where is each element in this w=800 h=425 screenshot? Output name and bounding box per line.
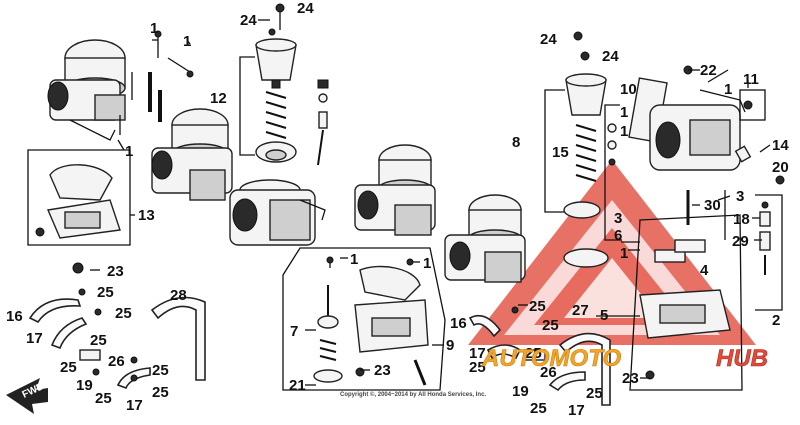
callout-18: 18 [733, 211, 750, 228]
carburetor-upper-middle [151, 108, 233, 201]
float-bowl-group-13 [27, 149, 131, 274]
callout-1-e: 1 [423, 255, 431, 272]
callout-1-i: 1 [620, 245, 628, 262]
callout-17-b: 17 [126, 397, 143, 414]
callout-3-b: 3 [614, 210, 622, 227]
float-bowl-group-9 [282, 247, 446, 391]
callout-9: 9 [446, 337, 454, 354]
callout-24-c: 24 [540, 31, 557, 48]
callout-19-a: 19 [76, 377, 93, 394]
callout-2: 2 [772, 312, 780, 329]
callout-26-b: 26 [540, 364, 557, 381]
callout-3-a: 3 [736, 188, 744, 205]
callout-23-b: 23 [374, 362, 391, 379]
callout-23-a: 23 [107, 263, 124, 280]
callout-29: 29 [732, 233, 749, 250]
callout-30: 30 [704, 197, 721, 214]
callout-5: 5 [600, 307, 608, 324]
callout-25-j: 25 [525, 345, 542, 362]
callout-11: 11 [743, 71, 759, 88]
callout-25-c: 25 [90, 332, 107, 349]
callout-24-d: 24 [602, 48, 619, 65]
callout-25-g: 25 [95, 390, 112, 407]
copyright-note: Copyright ©, 2004~2014 by All Honda Serv… [340, 391, 486, 398]
callout-28: 28 [170, 287, 187, 304]
piston-group-12 [239, 3, 297, 163]
carburetor-fourth [444, 194, 526, 283]
carburetor-center-main [229, 179, 326, 246]
screw-set-top-left [119, 30, 194, 135]
callout-26-a: 26 [108, 353, 125, 370]
callout-24-b: 24 [297, 0, 314, 17]
callout-leaders [90, 19, 771, 386]
callout-1-g: 1 [620, 104, 628, 121]
carburetor-upper-left [47, 39, 126, 141]
callout-23-c: 23 [622, 370, 639, 387]
callout-16-a: 16 [6, 308, 23, 325]
callout-25-e: 25 [152, 362, 169, 379]
callout-12: 12 [210, 90, 227, 107]
callout-27: 27 [572, 302, 589, 319]
callout-8: 8 [512, 134, 520, 151]
callout-25-i: 25 [542, 317, 559, 334]
callout-7: 7 [290, 323, 298, 340]
callout-4: 4 [700, 262, 709, 279]
callout-labels: 1 1 24 24 12 1 13 23 16 25 25 17 25 25 2… [6, 0, 789, 419]
needle-jet-column [317, 79, 329, 166]
callout-16-b: 16 [450, 315, 467, 332]
small-parts-right [686, 89, 785, 240]
watermark-text-red: HUB [716, 345, 768, 372]
carburetor-right-main [649, 65, 746, 171]
pilot-screw-group-2 [755, 194, 783, 311]
callout-25-b: 25 [115, 305, 132, 322]
callout-19-b: 19 [512, 383, 529, 400]
callout-6: 6 [614, 227, 622, 244]
callout-25-m: 25 [586, 385, 603, 402]
callout-13: 13 [138, 207, 155, 224]
bowl-group-right [629, 214, 743, 391]
piston-group-8 [544, 31, 609, 268]
forward-arrow: FWD [6, 378, 48, 414]
hose-group-right [468, 306, 611, 406]
watermark-text-orange: AUTOMOTO [481, 345, 621, 372]
callout-1-h: 1 [620, 123, 628, 140]
callout-25-h: 25 [529, 298, 546, 315]
callout-25-l: 25 [530, 400, 547, 417]
callout-17-a: 17 [26, 330, 43, 347]
callout-10: 10 [620, 81, 637, 98]
callout-25-d: 25 [60, 359, 77, 376]
hose-group-left [28, 288, 206, 390]
callout-15: 15 [552, 144, 569, 161]
callout-25-f: 25 [152, 384, 169, 401]
callout-1-d: 1 [350, 251, 358, 268]
callout-20: 20 [772, 159, 789, 176]
callout-1-a: 1 [150, 20, 158, 37]
callout-1-b: 1 [183, 33, 191, 50]
callout-1-f: 1 [724, 81, 732, 98]
callout-21: 21 [289, 377, 306, 394]
callout-17-c: 17 [469, 345, 486, 362]
watermark-text: AUTOMOTO HUB [481, 345, 769, 373]
callout-24-a: 24 [240, 12, 257, 29]
callout-25-a: 25 [97, 284, 114, 301]
callout-14: 14 [772, 137, 789, 154]
callout-25-k: 25 [469, 359, 486, 376]
callout-17-d: 17 [568, 402, 585, 419]
callout-1-c: 1 [125, 143, 133, 160]
carburetor-middle [354, 144, 436, 236]
callout-22: 22 [700, 62, 717, 79]
